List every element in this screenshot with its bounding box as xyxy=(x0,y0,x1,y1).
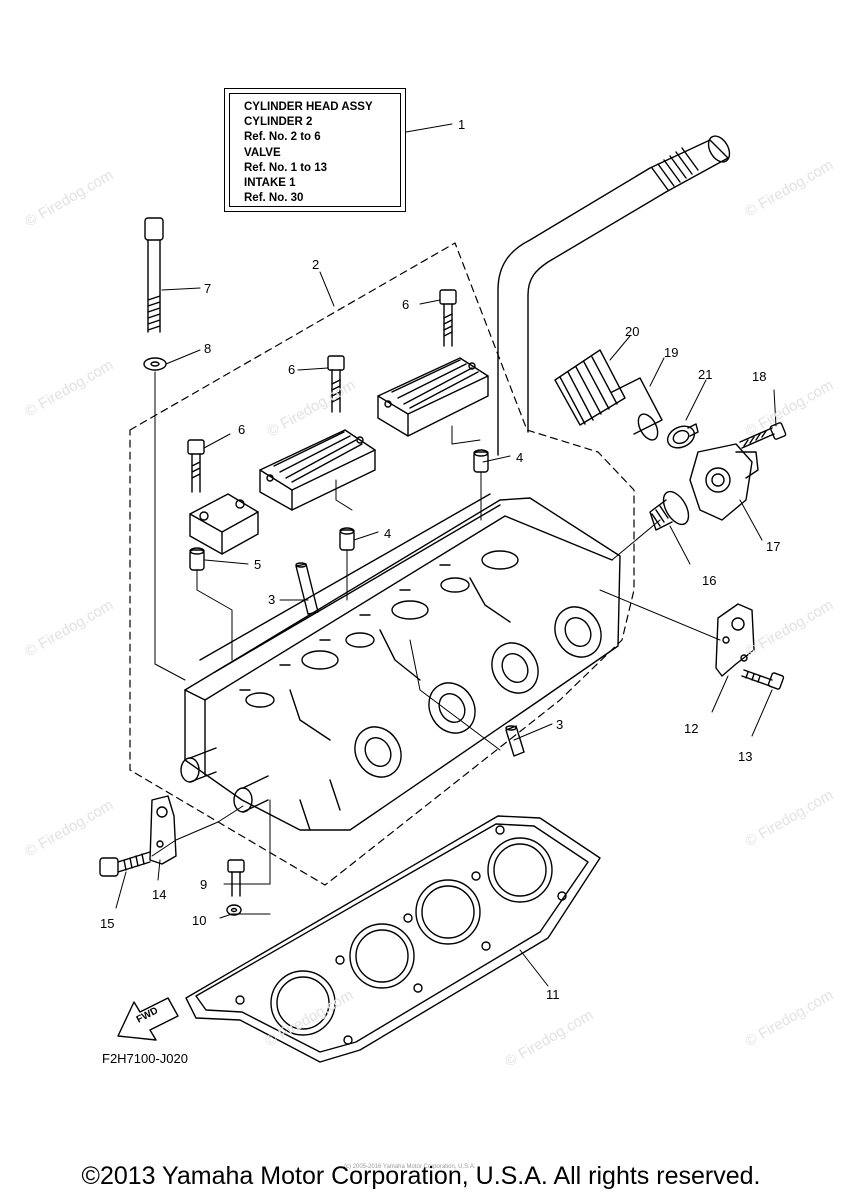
callout-7: 7 xyxy=(204,281,212,296)
reference-legend-box: CYLINDER HEAD ASSY CYLINDER 2 Ref. No. 2… xyxy=(224,88,406,212)
callout-4: 4 xyxy=(516,450,524,465)
callout-10: 10 xyxy=(192,913,207,928)
valve-guide-3-lower xyxy=(505,725,525,757)
callout-16: 16 xyxy=(702,573,717,588)
callout-6: 6 xyxy=(288,362,296,377)
head-gasket-11 xyxy=(185,815,601,1063)
bolt-7 xyxy=(144,217,164,333)
callout-1: 1 xyxy=(458,117,466,132)
bolt-18 xyxy=(739,422,787,449)
cam-cap-right xyxy=(377,357,489,437)
callout-12: 12 xyxy=(684,721,699,736)
legend-line: CYLINDER 2 xyxy=(244,116,313,129)
callout-3: 3 xyxy=(268,592,276,607)
bolt-13 xyxy=(741,669,785,690)
diagram-code: F2H7100-J020 xyxy=(102,1051,188,1066)
legend-line: Ref. No. 30 xyxy=(244,192,304,205)
callout-6: 6 xyxy=(402,297,410,312)
fwd-arrow xyxy=(117,997,179,1041)
callout-13: 13 xyxy=(738,749,753,764)
callout-20: 20 xyxy=(625,324,640,339)
legend-line: Ref. No. 1 to 13 xyxy=(244,161,328,174)
pipe-19 xyxy=(611,377,663,441)
bracket-12 xyxy=(715,603,755,677)
callout-8: 8 xyxy=(204,341,212,356)
callout-19: 19 xyxy=(664,345,679,360)
dowel-4-lower xyxy=(339,527,355,551)
copyright-notice: ©2013 Yamaha Motor Corporation, U.S.A. A… xyxy=(81,1162,761,1190)
legend-line-title: CYLINDER HEAD ASSY xyxy=(244,101,373,113)
tiny-copyright-note: (c) 2005-2016 Yamaha Motor Corporation, … xyxy=(344,1164,476,1170)
valve-guide-3-upper xyxy=(295,562,319,615)
callout-5: 5 xyxy=(254,557,262,572)
thermostat-16 xyxy=(649,490,690,531)
cam-cap-middle xyxy=(259,429,376,511)
callout-9: 9 xyxy=(200,877,208,892)
callout-17: 17 xyxy=(766,539,781,554)
callout-11: 11 xyxy=(546,987,560,1002)
callout-2: 2 xyxy=(312,257,320,272)
callout-21: 21 xyxy=(698,367,713,382)
callout-4: 4 xyxy=(384,526,392,541)
hose-20 xyxy=(554,349,626,426)
callout-18: 18 xyxy=(752,369,767,384)
callout-14: 14 xyxy=(152,887,167,902)
cylinder-head-body xyxy=(180,493,621,831)
cam-cap-left xyxy=(189,493,259,555)
callout-3: 3 xyxy=(556,717,564,732)
hose-bellows xyxy=(651,147,699,191)
thermostat-housing-17 xyxy=(689,443,759,521)
dowel-5 xyxy=(189,547,205,571)
bolt-6-right xyxy=(439,289,457,347)
bolt-6-left xyxy=(187,439,205,493)
hose-upper xyxy=(497,135,731,456)
legend-line: INTAKE 1 xyxy=(244,177,296,190)
bracket-14 xyxy=(149,795,177,865)
bolt-15 xyxy=(99,851,151,877)
assembly-lines xyxy=(151,371,721,915)
washer-8 xyxy=(143,357,167,371)
bolt-6-middle xyxy=(327,355,345,413)
washer-10 xyxy=(226,904,242,916)
leader-lines xyxy=(115,123,777,987)
cylinder-head-group-boundary xyxy=(129,242,635,886)
legend-line: Ref. No. 2 to 6 xyxy=(244,131,321,144)
bolt-9 xyxy=(227,859,245,897)
callout-6: 6 xyxy=(238,422,246,437)
clamp-21 xyxy=(666,423,699,449)
legend-line: VALVE xyxy=(244,146,281,159)
callout-15: 15 xyxy=(100,916,115,931)
